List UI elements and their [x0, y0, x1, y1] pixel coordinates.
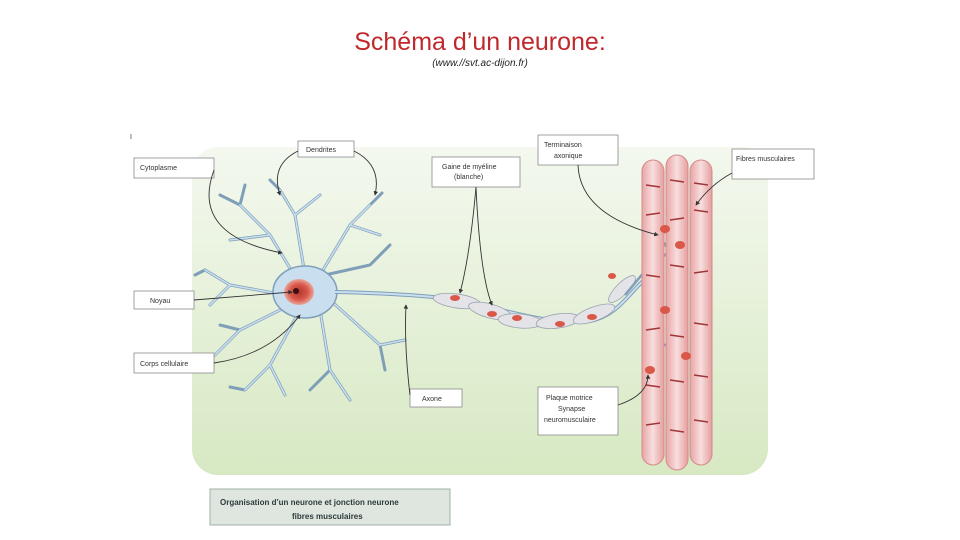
label-dendrites: Dendrites [297, 140, 355, 158]
myelin-sheath [432, 275, 636, 329]
label-noyau: Noyau [133, 290, 195, 310]
neuron-diagram-svg: I [130, 134, 815, 526]
svg-text:Fibres musculaires: Fibres musculaires [736, 156, 795, 163]
label-terminaison: Terminaison axonique [537, 134, 619, 166]
slide-source: (www.//svt.ac-dijon.fr) [432, 58, 528, 69]
slide-title: Schéma d’un neurone: [354, 28, 606, 56]
nucleus [284, 279, 314, 305]
svg-text:Gaine de myéline: Gaine de myéline [442, 164, 497, 171]
svg-text:Terminaison: Terminaison [544, 142, 582, 149]
dendrite-highlights [204, 189, 406, 401]
svg-text:Plaque motrice: Plaque motrice [546, 395, 593, 402]
svg-text:Noyau: Noyau [150, 298, 170, 305]
arrow-dendrites-left [276, 150, 299, 196]
nucleolus [293, 288, 299, 294]
arrow-axone [403, 304, 411, 396]
muscle-striations [645, 179, 709, 433]
svg-text:Synapse: Synapse [558, 406, 585, 413]
svg-text:Dendrites: Dendrites [306, 147, 336, 154]
axon-core [334, 274, 651, 323]
motor-end-plates [645, 225, 691, 374]
arrow-plaque [617, 374, 651, 406]
arrow-dendrites-right [353, 150, 379, 196]
label-fibres-musculaires: Fibres musculaires [731, 148, 815, 180]
label-corps-cellulaire: Corps cellulaire [133, 352, 215, 374]
svg-text:(blanche): (blanche) [454, 174, 483, 181]
label-gaine-myeline: Gaine de myéline (blanche) [431, 156, 521, 188]
arrow-gaine-1 [458, 186, 477, 294]
muscle-fibers [641, 154, 713, 471]
figure-caption: Organisation d’un neurone et jonction ne… [209, 488, 451, 526]
arrow-cytoplasme [208, 169, 283, 255]
pointer-arrows [193, 150, 733, 406]
svg-text:axonique: axonique [554, 153, 583, 160]
schwann-nuclei [450, 273, 616, 327]
arrow-gaine-2 [475, 186, 493, 306]
svg-text:Cytoplasme: Cytoplasme [140, 165, 177, 172]
label-plaque-motrice: Plaque motrice Synapse neuromusculaire [537, 386, 619, 436]
svg-text:Organisation d’un neurone et j: Organisation d’un neurone et jonction ne… [220, 498, 399, 507]
svg-text:Axone: Axone [422, 396, 442, 403]
svg-text:fibres musculaires: fibres musculaires [292, 512, 363, 521]
svg-text:neuromusculaire: neuromusculaire [544, 417, 596, 424]
label-axone: Axone [409, 388, 463, 408]
neuron-diagram: I [120, 125, 828, 527]
arrow-terminaison [577, 164, 659, 237]
arrow-corps [213, 314, 301, 364]
figure-marker: I [130, 134, 132, 141]
label-cytoplasme: Cytoplasme [133, 157, 215, 179]
arrow-noyau [193, 290, 293, 301]
svg-text:Corps cellulaire: Corps cellulaire [140, 361, 188, 368]
arrow-fibres [695, 172, 733, 206]
